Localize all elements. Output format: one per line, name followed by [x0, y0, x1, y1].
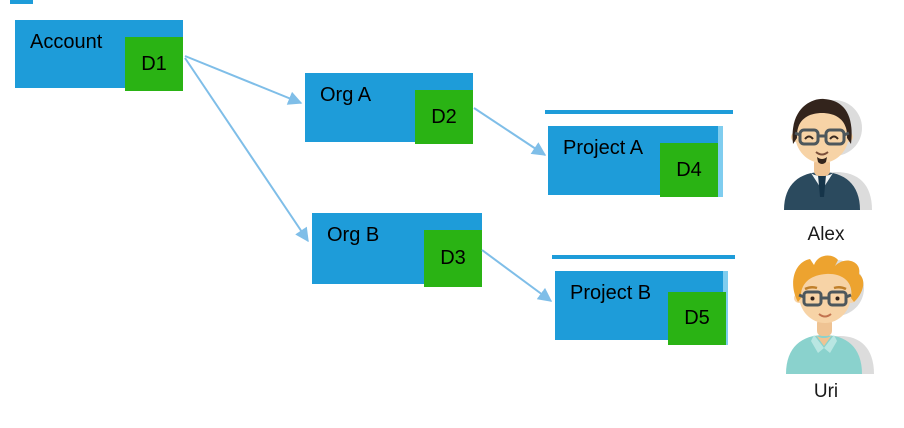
node-account: Account D1 [15, 20, 183, 91]
badge-d3: D3 [424, 230, 482, 287]
badge-d5: D5 [668, 292, 726, 345]
node-org-a-label: Org A [320, 84, 372, 106]
badge-d1-label: D1 [141, 52, 167, 75]
node-org-a: Org A D2 [305, 73, 473, 144]
badge-d4-label: D4 [676, 158, 702, 181]
edge-account-to-org-a [184, 55, 303, 105]
edge-org-b-to-project-b [481, 249, 553, 302]
project-a-shadow-strip-top [545, 110, 733, 114]
user-uri-name: Uri [813, 381, 839, 402]
avatar-alex-icon [784, 98, 872, 210]
node-account-label: Account [30, 31, 103, 53]
edge-org-a-to-project-a [473, 107, 547, 156]
project-a-shadow-strip-right [718, 126, 723, 197]
node-project-a-label: Project A [563, 137, 644, 159]
node-org-b-label: Org B [327, 224, 380, 246]
user-uri: Uri [774, 250, 878, 403]
badge-d2: D2 [415, 90, 473, 144]
user-alex: Alex [772, 92, 880, 246]
avatar-uri-icon [786, 255, 874, 374]
badge-d4: D4 [660, 143, 718, 197]
node-org-b: Org B D3 [312, 213, 482, 287]
badge-d5-label: D5 [684, 307, 710, 329]
node-project-a: Project A D4 [548, 126, 718, 197]
node-project-b: Project B D5 [555, 271, 726, 345]
user-alex-name: Alex [807, 224, 845, 245]
edge-account-to-org-b [184, 57, 309, 243]
badge-d3-label: D3 [440, 247, 466, 269]
badge-d2-label: D2 [431, 105, 457, 128]
badge-d1: D1 [125, 37, 183, 91]
project-b-shadow-strip-top [552, 255, 735, 259]
node-project-b-label: Project B [570, 282, 652, 304]
cropped-node-sliver [10, 0, 33, 4]
